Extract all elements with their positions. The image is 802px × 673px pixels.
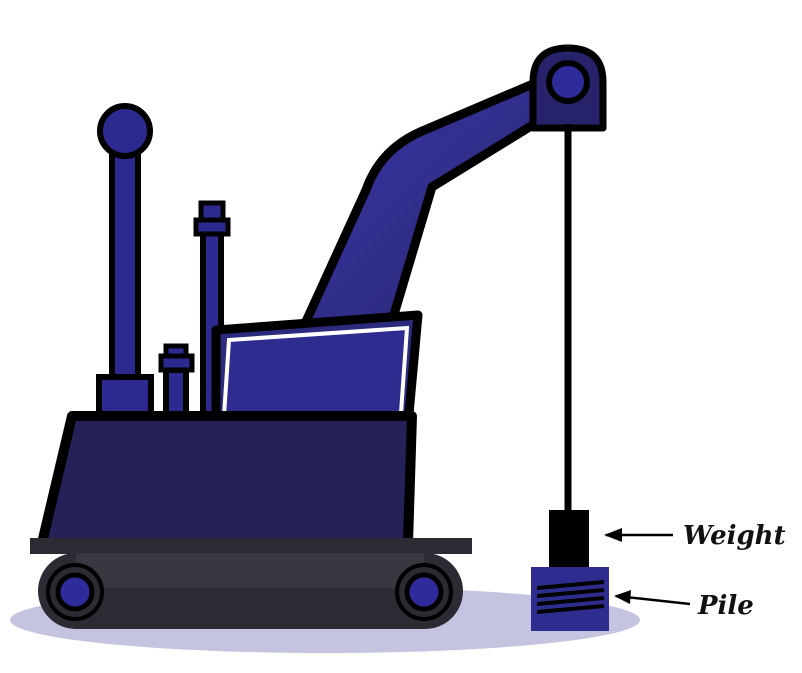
exhaust-pipe-medium xyxy=(193,200,231,420)
upper-cab xyxy=(211,310,423,430)
weight-block xyxy=(549,510,589,568)
arrow-left-icon xyxy=(614,590,631,604)
chassis-bar xyxy=(30,538,472,554)
exhaust-pipe-short xyxy=(158,343,195,420)
weight-callout: Weight xyxy=(604,521,786,551)
crawler-track xyxy=(38,553,463,629)
pulley-wheel xyxy=(546,60,590,104)
crane-boom xyxy=(298,73,567,333)
pile-callout: Pile xyxy=(614,590,754,621)
exhaust-pipe-tall xyxy=(96,103,154,420)
pile-block xyxy=(531,567,609,631)
machine-body xyxy=(37,411,417,548)
cab-window xyxy=(221,325,410,419)
pulley-housing xyxy=(529,44,607,132)
pile-label: Pile xyxy=(697,591,754,621)
arrow-left-icon xyxy=(604,528,622,542)
weight-label: Weight xyxy=(683,521,786,551)
